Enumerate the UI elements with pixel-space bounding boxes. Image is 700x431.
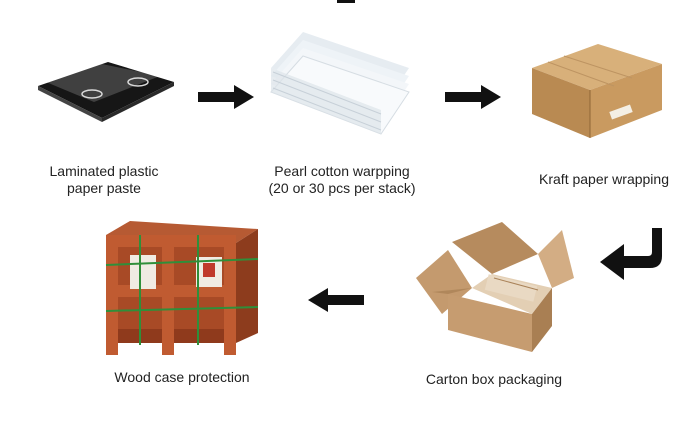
wooden-crate-image [105, 221, 259, 355]
top-edge-mark [337, 0, 355, 3]
step-5-label: Wood case protection [98, 369, 266, 386]
step-1-label: Laminated plastic paper paste [38, 163, 170, 197]
step-2-label-line-1: Pearl cotton warpping [274, 163, 410, 179]
u-turn-arrow-icon [600, 228, 662, 280]
step-4-label-line-1: Carton box packaging [425, 371, 563, 387]
step-3-label: Kraft paper wrapping [523, 171, 685, 188]
step-3-label-line-1: Kraft paper wrapping [539, 171, 669, 187]
kraft-package-image [532, 44, 662, 138]
right-arrow-icon [198, 85, 254, 109]
step-1-label-line-2: paper paste [67, 180, 141, 196]
left-arrow-icon [308, 288, 364, 312]
right-arrow-icon [445, 85, 501, 109]
pearl-cotton-image [270, 32, 410, 135]
carton-box-image [416, 222, 574, 352]
step-4-label: Carton box packaging [410, 371, 578, 388]
step-5-label-line-1: Wood case protection [114, 369, 250, 385]
step-2-label-line-2: (20 or 30 pcs per stack) [268, 180, 416, 196]
laminated-panel-image [38, 62, 174, 122]
step-2-label: Pearl cotton warpping (20 or 30 pcs per … [253, 163, 431, 197]
step-1-label-line-1: Laminated plastic [49, 163, 159, 179]
